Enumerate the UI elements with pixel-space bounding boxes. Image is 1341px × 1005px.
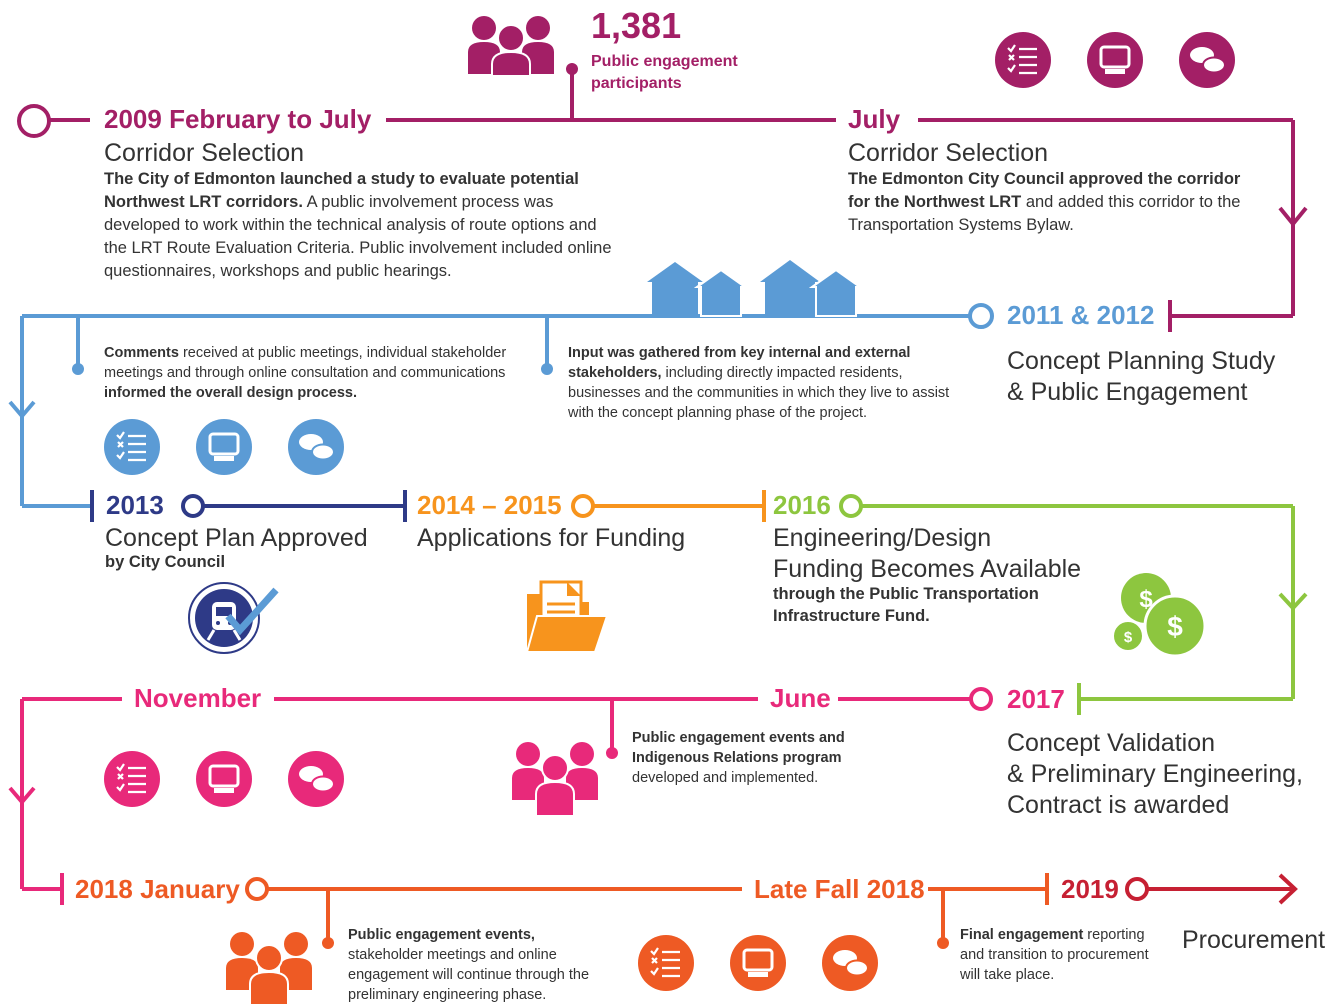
checklist-icon [104,751,160,807]
note-latefall-bold: Final engagement [960,927,1084,943]
latefall-dot [937,937,949,949]
phase-2019: Procurement [1182,926,1326,954]
note-comments-bold1: Comments [104,345,179,361]
note-june-bold: Public engagement events and Indigenous … [632,730,845,766]
start-node [17,104,51,138]
desc-july-text: and added this corridor to the Transport… [848,193,1241,234]
phase-july: Corridor Selection [848,139,1049,167]
svg-text:$: $ [1124,629,1133,646]
phase-2009: Corridor Selection [104,139,305,167]
note-june-text: developed and implemented. [632,770,819,786]
sub-2016-line1: through the Public Transportation [773,585,1039,603]
speech-bubbles-icon [288,751,344,807]
note-input: Input was gathered from key internal and… [568,343,953,423]
participants-dot [566,63,578,75]
sub-2016-line2: Infrastructure Fund. [773,607,930,625]
comments-dot [72,363,84,375]
note-jan-bold: Public engagement events, [348,927,535,943]
phase-2017-line1: Concept Validation [1007,729,1216,757]
note-comments-text1: received at public meetings, individual … [104,345,507,381]
jan-dot [322,937,334,949]
row-2016-track [839,494,1308,715]
computer-monitor-icon [196,419,252,475]
document-folder-icon [525,580,609,653]
input-dot [541,363,553,375]
computer-monitor-icon [1087,32,1143,88]
note-comments-bold2: informed the overall design process. [104,385,358,401]
date-june: June [770,683,831,713]
note-late-fall: Final engagement reporting and transitio… [960,925,1155,985]
people-group-icon [468,16,554,77]
date-2009: 2009 February to July [104,104,372,134]
desc-july-bold: The Edmonton City Council approved the c… [848,170,1241,211]
date-2018-january: 2018 January [75,874,240,904]
participants-label-line1: Public engagement [591,53,738,70]
row-2014-track [571,490,766,522]
date-2016: 2016 [773,490,831,520]
participants-label-line2: participants [591,75,682,92]
phase-2011-line1: Concept Planning Study [1007,347,1276,375]
note-comments: Comments received at public meetings, in… [104,343,524,403]
checklist-icon [638,935,694,991]
date-july: July [848,104,901,134]
date-2013: 2013 [106,490,164,520]
speech-bubbles-icon [1179,32,1235,88]
houses-icon [647,260,864,317]
svg-text:$: $ [1167,611,1183,642]
people-group-icon [512,742,598,817]
phase-2016-line1: Engineering/Design [773,524,992,552]
note-jan-text: stakeholder meetings and online engageme… [348,947,590,1003]
sub-2013: by City Council [105,553,226,571]
note-june: Public engagement events and Indigenous … [632,728,867,788]
computer-monitor-icon [196,751,252,807]
june-dot [606,747,618,759]
speech-bubbles-icon [288,419,344,475]
participants-count: 1,381 [591,5,682,46]
checklist-icon [104,419,160,475]
phase-2016-line2: Funding Becomes Available [773,555,1082,583]
date-2011-2012: 2011 & 2012 [1007,300,1155,330]
phase-2017-line2: & Preliminary Engineering, [1007,760,1303,788]
dollar-coins-icon: $ $ $ [1112,573,1207,658]
row-2018-track [245,873,1049,942]
computer-monitor-icon [730,935,786,991]
date-late-fall-2018: Late Fall 2018 [754,874,925,904]
desc-2009-bold: The City of Edmonton launched a study to… [104,170,579,211]
date-2019: 2019 [1061,874,1119,904]
row-2017-track [8,687,993,905]
date-november: November [134,683,262,713]
note-latefall-text: reporting and transition to procurement … [960,927,1149,983]
row-2019-track [1125,873,1298,905]
desc-july: The Edmonton City Council approved the c… [848,168,1258,237]
checklist-icon [995,32,1051,88]
lrt-train-check-icon [188,582,279,654]
people-group-icon [226,932,312,1004]
phase-2011-line2: & Public Engagement [1007,378,1248,406]
row-2013-track [90,490,407,522]
phase-2013: Concept Plan Approved [105,524,368,552]
note-input-text: including directly impacted residents, b… [568,365,950,421]
note-input-bold: Input was gathered from key internal and… [568,345,911,381]
speech-bubbles-icon [822,935,878,991]
date-2014-2015: 2014 – 2015 [417,490,562,520]
phase-2014: Applications for Funding [417,524,686,552]
note-2018-january: Public engagement events, stakeholder me… [348,925,608,1005]
phase-2017-line3: Contract is awarded [1007,791,1230,819]
svg-text:$: $ [1139,586,1153,613]
desc-2009: The City of Edmonton launched a study to… [104,168,624,283]
row-2009-track [17,70,1308,332]
desc-2009-text: A public involvement process was develop… [104,193,612,280]
date-2017: 2017 [1007,684,1065,714]
